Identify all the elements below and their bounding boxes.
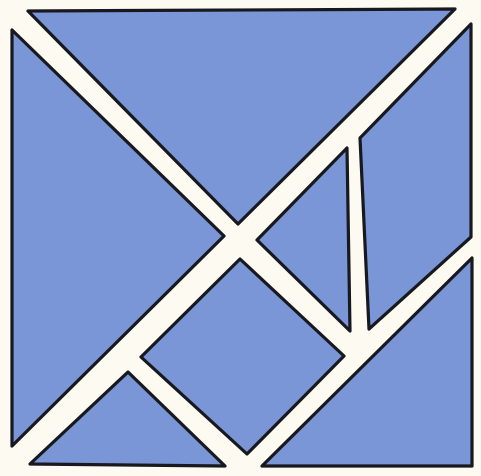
tangram-figure [0,0,481,476]
tangram-canvas [0,0,481,476]
